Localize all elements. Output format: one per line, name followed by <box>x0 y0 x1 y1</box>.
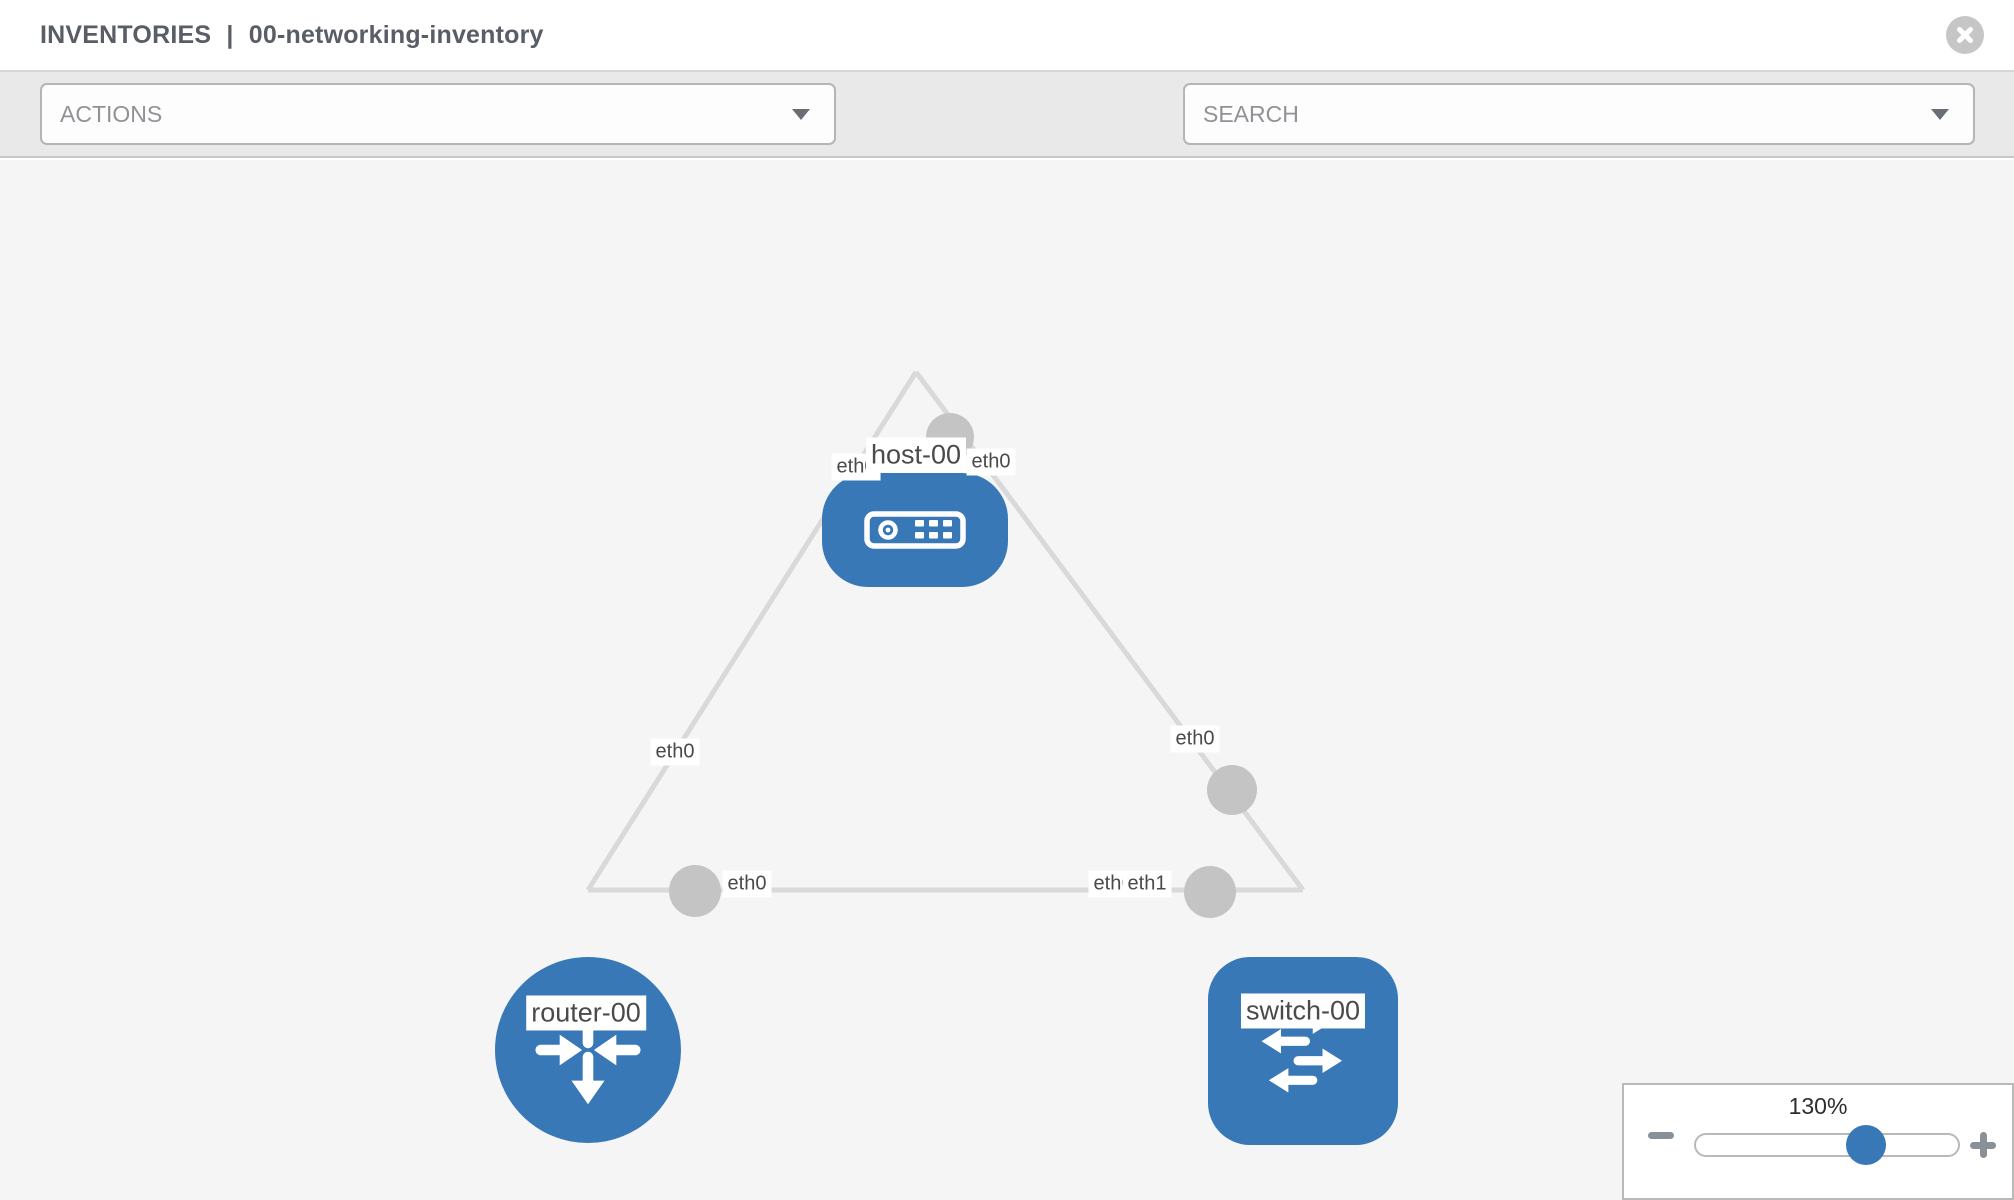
plus-icon <box>1970 1132 1996 1158</box>
node-switch-00[interactable] <box>1208 957 1398 1145</box>
close-button[interactable] <box>1946 16 1984 54</box>
search-dropdown-label: SEARCH <box>1203 100 1299 127</box>
chevron-down-icon <box>1931 108 1949 120</box>
minus-icon <box>1648 1132 1674 1139</box>
breadcrumb-section: INVENTORIES <box>40 20 212 49</box>
actions-dropdown-label: ACTIONS <box>60 100 163 127</box>
node-label-router-00: router-00 <box>526 995 646 1031</box>
links-layer <box>585 370 1306 918</box>
actions-dropdown[interactable]: ACTIONS <box>40 83 836 145</box>
node-label-switch-00: switch-00 <box>1240 993 1366 1029</box>
interface-label-host-eth0-right: eth0 <box>966 448 1016 476</box>
interface-label-switch-eth1: eth1 <box>1122 870 1172 898</box>
interface-dot-switch-top[interactable] <box>1207 765 1257 815</box>
zoom-slider-track[interactable] <box>1694 1133 1960 1157</box>
chevron-down-icon <box>792 108 810 120</box>
search-dropdown[interactable]: SEARCH <box>1183 83 1975 145</box>
toolbar: ACTIONS SEARCH <box>0 72 2014 206</box>
interface-label-router-eth0-right: eth0 <box>722 870 772 898</box>
breadcrumb-separator: | <box>226 20 234 49</box>
interface-dot-switch-left[interactable] <box>1184 866 1236 918</box>
node-router-00[interactable] <box>495 957 681 1143</box>
zoom-in-button[interactable] <box>1970 1132 1996 1158</box>
close-icon <box>1957 27 1973 43</box>
inventory-name: 00-networking-inventory <box>248 20 544 49</box>
interface-label-switch-eth0-uplink: eth0 <box>1170 725 1220 753</box>
node-host-00[interactable] <box>822 473 1008 587</box>
zoom-level: 130% <box>1788 1093 1848 1119</box>
page-title: INVENTORIES | 00-networking-inventory <box>40 21 552 50</box>
node-label-host-00: host-00 <box>865 437 967 473</box>
zoom-slider-thumb[interactable] <box>1846 1125 1886 1165</box>
zoom-panel: 130% <box>1622 1083 2014 1200</box>
zoom-out-button[interactable] <box>1648 1132 1674 1139</box>
topology-canvas[interactable]: eth0 host-00 eth0 eth0 eth0 eth0 eth0 et… <box>0 160 2014 1200</box>
host-icon <box>864 511 966 549</box>
interface-dot-router[interactable] <box>669 865 721 917</box>
interface-label-router-eth0-uplink: eth0 <box>650 738 700 766</box>
header: INVENTORIES | 00-networking-inventory <box>0 0 2014 72</box>
